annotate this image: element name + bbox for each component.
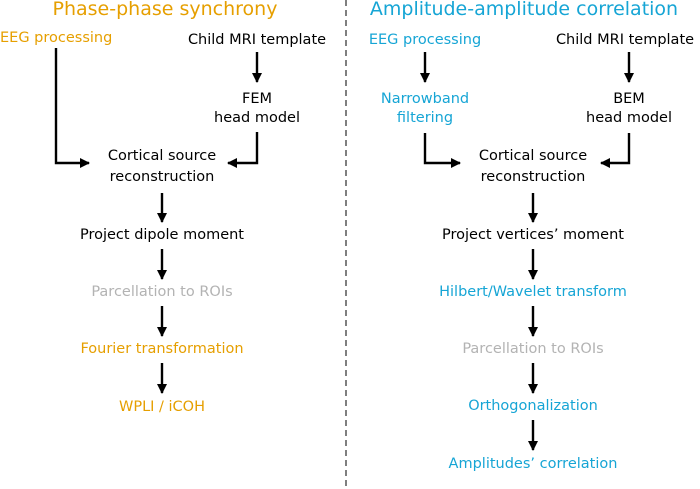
hilbert-wavelet-transform: Hilbert/Wavelet transform: [439, 284, 627, 300]
right-cortical-line2: reconstruction: [480, 169, 586, 185]
left-parcellation: Parcellation to ROIs: [91, 284, 233, 300]
arrow-eeg-to-cortical-left: [54, 48, 91, 169]
right-project-vertices: Project vertices’ moment: [442, 227, 624, 243]
arrow-filtering-to-cortical: [423, 133, 462, 169]
left-cortical-line2: reconstruction: [109, 169, 215, 185]
left-panel-title: Phase-phase synchrony: [52, 0, 278, 20]
right-mri-template: Child MRI template: [555, 32, 695, 48]
bem-label-line1: BEM: [613, 91, 645, 107]
left-project-dipole: Project dipole moment: [79, 227, 244, 243]
fourier-transformation: Fourier transformation: [80, 341, 244, 357]
wpli-icoh: WPLI / iCOH: [118, 399, 205, 415]
filtering-label-line2: filtering: [396, 110, 454, 126]
orthogonalization: Orthogonalization: [468, 398, 598, 414]
amplitudes-correlation: Amplitudes’ correlation: [448, 456, 618, 472]
bem-label-line2: head model: [586, 110, 672, 126]
right-eeg-processing: EEG processing: [368, 32, 482, 48]
right-parcellation: Parcellation to ROIs: [462, 341, 604, 357]
right-cortical-line1: Cortical source: [478, 148, 588, 164]
filtering-label-line1: Narrowband: [380, 91, 470, 107]
fem-label-line1: FEM: [241, 91, 272, 107]
left-cortical-line1: Cortical source: [107, 148, 217, 164]
fem-label-line2: head model: [214, 110, 300, 126]
left-mri-template: Child MRI template: [187, 32, 327, 48]
right-panel-title: Amplitude-amplitude correlation: [369, 0, 679, 20]
arrow-fem-to-cortical: [226, 132, 259, 169]
left-eeg-processing: EEG processing: [0, 30, 113, 46]
arrow-bem-to-cortical: [599, 133, 631, 169]
